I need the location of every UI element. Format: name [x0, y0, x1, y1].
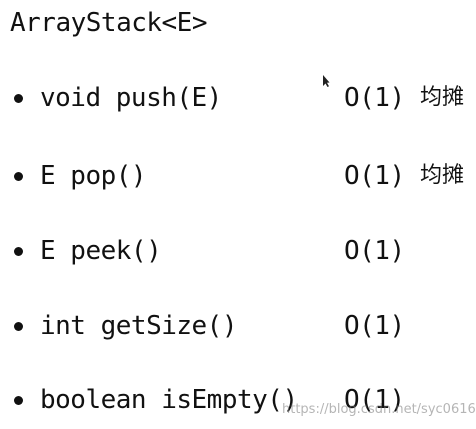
complexity-note: 均摊	[420, 163, 465, 188]
list-item: void push(E) O(1) 均摊	[0, 78, 476, 118]
complexity-note: 均摊	[420, 85, 465, 110]
list-item: E peek() O(1)	[0, 231, 476, 271]
complexity-value: O(1)	[344, 311, 405, 341]
watermark: https://blog.csdn.net/syc0616	[282, 402, 476, 417]
method-signature: int getSize()	[40, 311, 238, 341]
method-signature: boolean isEmpty()	[40, 385, 298, 415]
complexity-value: O(1)	[344, 161, 405, 191]
bullet-dot-icon	[14, 322, 23, 331]
method-signature: E pop()	[40, 161, 147, 191]
list-item: E pop() O(1) 均摊	[0, 156, 476, 196]
page-title: ArrayStack<E>	[10, 8, 208, 38]
list-item: boolean isEmpty() O(1)	[0, 380, 476, 420]
bullet-dot-icon	[14, 94, 23, 103]
method-signature: void push(E)	[40, 83, 222, 113]
list-item: int getSize() O(1)	[0, 306, 476, 346]
bullet-dot-icon	[14, 396, 23, 405]
bullet-dot-icon	[14, 247, 23, 256]
complexity-value: O(1)	[344, 236, 405, 266]
complexity-value: O(1)	[344, 83, 405, 113]
method-signature: E peek()	[40, 236, 162, 266]
complexity-value: O(1)	[344, 385, 405, 415]
bullet-dot-icon	[14, 172, 23, 181]
mouse-pointer-icon	[323, 75, 330, 87]
